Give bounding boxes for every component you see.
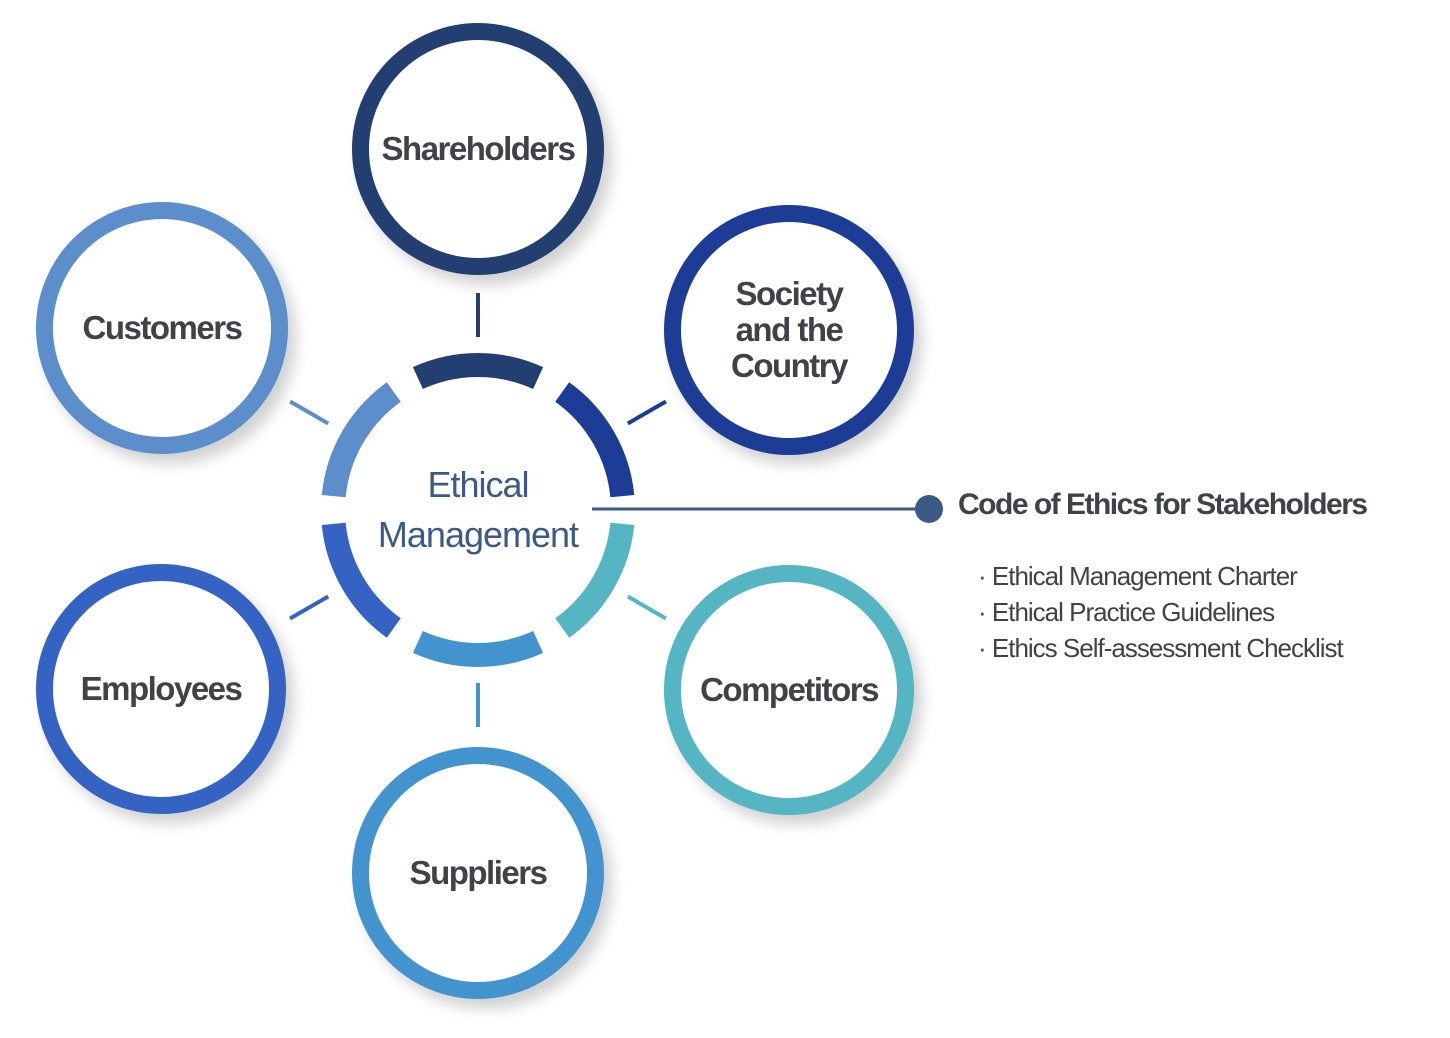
code-of-ethics-marker — [915, 495, 943, 523]
connector-competitors — [626, 594, 667, 621]
connector-customers — [289, 399, 330, 426]
code-of-ethics-item: · Ethics Self-assessment Checklist — [978, 633, 1344, 663]
stakeholder-label: Suppliers — [409, 854, 548, 891]
ethical-management-label: Ethical Management — [377, 464, 579, 555]
ring-segment-customers — [321, 382, 401, 498]
stakeholder-label: Competitors — [700, 671, 879, 708]
stakeholder-employees: Employees — [36, 564, 286, 814]
stakeholder-shareholders: Shareholders — [352, 23, 604, 275]
ring-segment-shareholders — [412, 353, 544, 390]
ring-segment-employees — [321, 522, 401, 638]
stakeholder-label: Shareholders — [381, 130, 576, 167]
stakeholder-customers: Customers — [36, 202, 288, 454]
stakeholder-label: Employees — [80, 670, 243, 707]
code-of-ethics-title: Code of Ethics for Stakeholders — [958, 488, 1368, 521]
stakeholder-label: Customers — [82, 309, 243, 346]
ring-segment-suppliers — [412, 630, 544, 667]
stakeholder-label: Society and the Country — [731, 275, 849, 384]
code-of-ethics-item: · Ethical Practice Guidelines — [978, 597, 1275, 627]
ring-segment-competitors — [555, 522, 635, 638]
ring-segment-society-and-the-country — [555, 382, 635, 498]
center-ring — [321, 353, 635, 667]
connector-lines — [289, 293, 667, 727]
connector-society-and-the-country — [626, 399, 667, 426]
stakeholder-competitors: Competitors — [664, 565, 914, 815]
code-of-ethics-item: · Ethical Management Charter — [978, 561, 1298, 591]
stakeholder-society-and-the-country: Society and the Country — [664, 205, 914, 455]
connector-employees — [289, 594, 330, 621]
code-of-ethics-list: · Ethical Management Charter · Ethical P… — [978, 558, 1344, 666]
stakeholder-suppliers: Suppliers — [352, 747, 604, 999]
